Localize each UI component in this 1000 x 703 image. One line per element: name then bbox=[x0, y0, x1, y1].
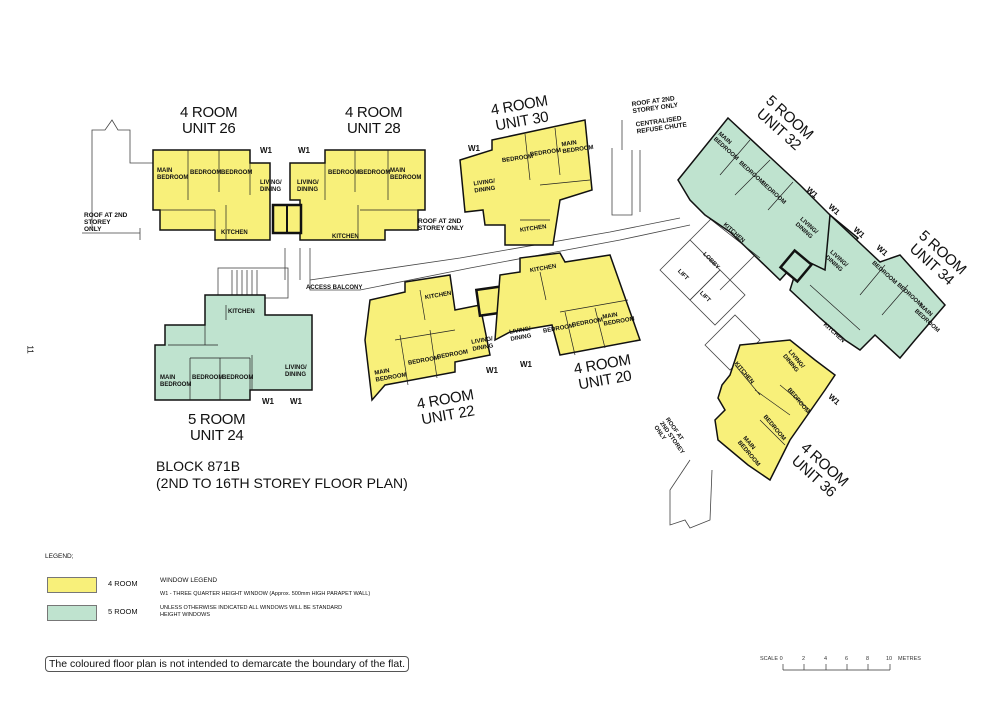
room-living-dining: LIVING/DINING bbox=[473, 178, 496, 195]
unit-20-floorplan bbox=[494, 252, 641, 356]
legend-title: LEGEND; bbox=[45, 553, 74, 560]
window-w1-marker: W1 bbox=[520, 360, 532, 369]
room-bedroom: BEDROOM bbox=[221, 170, 253, 176]
unit-34-floorplan bbox=[778, 213, 946, 360]
scale-tick: 2 bbox=[802, 656, 806, 662]
staircase-right bbox=[704, 314, 761, 371]
scale-tick: 6 bbox=[845, 656, 849, 662]
lift-2 bbox=[689, 269, 746, 326]
window-w1-marker: W1 bbox=[298, 146, 310, 155]
legend-swatch-4room bbox=[47, 577, 97, 593]
unit-28-title: 4 ROOM UNIT 28 bbox=[345, 104, 403, 137]
legend-label-4room: 4 ROOM bbox=[108, 579, 138, 588]
room-living-dining: LIVING/DINING bbox=[285, 365, 307, 378]
window-legend-w1: W1 - THREE QUARTER HEIGHT WINDOW (Approx… bbox=[160, 591, 371, 597]
unit-26-title: 4 ROOM UNIT 26 bbox=[180, 104, 238, 137]
scale-bar bbox=[782, 664, 891, 671]
room-living-dining: LIVING/DINING bbox=[297, 180, 319, 193]
unit-28-floorplan bbox=[271, 149, 426, 241]
unit-number: UNIT 24 bbox=[189, 427, 244, 444]
room-kitchen: KITCHEN bbox=[228, 309, 255, 315]
window-legend-note: UNLESS OTHERWISE INDICATED ALL WINDOWS W… bbox=[160, 605, 343, 618]
unit-30-floorplan bbox=[459, 119, 593, 246]
room-bedroom: BEDROOM bbox=[222, 375, 254, 381]
unit-36-floorplan bbox=[714, 339, 837, 482]
unit-type: 4 ROOM bbox=[345, 104, 403, 121]
window-legend-title: WINDOW LEGEND bbox=[160, 577, 218, 584]
unit-24-title: 5 ROOM UNIT 24 bbox=[188, 411, 246, 444]
unit-26-floorplan bbox=[152, 149, 271, 241]
legend-swatch-5room bbox=[47, 605, 97, 621]
block-name: BLOCK 871B bbox=[156, 458, 241, 474]
room-kitchen: KITCHEN bbox=[332, 234, 359, 240]
scale-label: SCALE 0 bbox=[760, 656, 783, 662]
unit-number: UNIT 26 bbox=[181, 120, 236, 137]
access-balcony-label: ACCESS BALCONY bbox=[306, 285, 363, 291]
window-w1-marker: W1 bbox=[260, 146, 272, 155]
disclaimer-notice: The coloured floor plan is not intended … bbox=[45, 656, 410, 672]
scale-tick: 8 bbox=[866, 656, 870, 662]
room-kitchen: KITCHEN bbox=[221, 230, 248, 236]
room-bedroom: BEDROOM bbox=[190, 170, 222, 176]
lift-1 bbox=[659, 239, 721, 301]
unit-type: 4 ROOM bbox=[180, 104, 238, 121]
unit-number: UNIT 28 bbox=[346, 120, 401, 137]
unit-24-floorplan bbox=[154, 294, 313, 401]
page-number: 11 bbox=[25, 345, 35, 354]
window-w1-marker: W1 bbox=[290, 397, 302, 406]
legend-label-5room: 5 ROOM bbox=[108, 607, 138, 616]
room-living-dining: LIVING/DINING bbox=[260, 180, 282, 193]
block-subtitle: (2ND TO 16TH STOREY FLOOR PLAN) bbox=[156, 475, 408, 491]
scale-unit: METRES bbox=[898, 656, 921, 662]
block-title: BLOCK 871B (2ND TO 16TH STOREY FLOOR PLA… bbox=[156, 458, 408, 492]
room-bedroom: BEDROOM bbox=[192, 375, 224, 381]
window-w1-marker: W1 bbox=[468, 144, 480, 153]
scale-tick: 4 bbox=[824, 656, 828, 662]
room-bedroom: BEDROOM bbox=[328, 170, 360, 176]
roof-outline-left bbox=[91, 119, 153, 228]
unit-type: 5 ROOM bbox=[188, 411, 246, 428]
window-w1-marker: W1 bbox=[486, 366, 498, 375]
room-bedroom: BEDROOM bbox=[359, 170, 391, 176]
staircase-left bbox=[217, 267, 289, 299]
scale-tick: 10 bbox=[886, 656, 893, 662]
window-w1-marker: W1 bbox=[262, 397, 274, 406]
